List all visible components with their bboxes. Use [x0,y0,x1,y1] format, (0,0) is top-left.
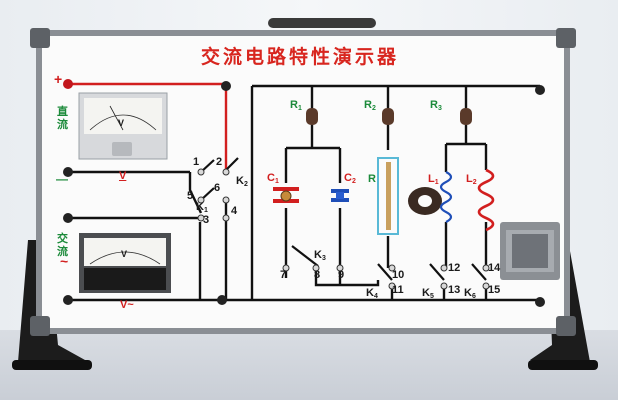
label-k1: K1 [196,201,208,215]
resistor-fuses [306,108,472,125]
label-c1: C1 [267,172,279,186]
ac-wave-sign: ~ [60,253,69,269]
terminal-14: 14 [488,262,501,274]
label-k4: K4 [366,287,378,301]
terminal-1: 1 [193,156,200,168]
label-l1: L1 [428,173,439,187]
capacitor-c2 [331,189,349,202]
terminal-2: 2 [216,156,223,168]
transformer [500,222,560,280]
label-l2: L2 [466,173,477,187]
dc-voltmeter [78,92,168,160]
terminal-6: 6 [214,182,221,194]
table-surface [0,330,618,400]
label-c2: C2 [344,172,356,186]
resistor-rheostat [377,157,399,235]
terminal-15: 15 [488,284,501,296]
dc-meter-symbol: V [119,170,127,182]
ac-voltmeter [79,233,171,293]
terminal-8: 8 [314,269,321,281]
terminal-5: 5 [187,190,194,202]
terminal-10: 10 [392,269,405,281]
dc-meter-dial-letter: V [118,118,125,128]
terminal-7: 7 [280,269,287,281]
label-r1: R1 [290,99,302,113]
ac-label: 交流 [57,233,68,258]
label-k6: K6 [464,287,476,301]
terminal-3: 3 [203,214,210,226]
ac-meter-dial-letter: V [121,249,128,259]
terminal-4: 4 [231,205,238,217]
label-r-rheostat: R [368,173,376,185]
capacitor-c1 [273,187,299,203]
label-k2: K2 [236,175,248,189]
inductor-l1 [439,171,453,223]
terminal-12: 12 [448,262,461,274]
binding-posts [63,79,545,307]
terminal-sockets [197,168,490,290]
label-k5: K5 [422,287,434,301]
label-r2: R2 [364,99,376,113]
terminal-11: 11 [392,284,404,296]
terminal-13: 13 [448,284,461,296]
terminal-9: 9 [338,269,345,281]
board-title: 交流电路特性演示器 [200,46,399,68]
dc-label: 直流 [57,106,68,131]
carry-handle [268,18,376,28]
dc-plus-sign: + [54,71,63,87]
switch-blades [200,157,487,281]
inductor-l2 [477,168,495,232]
toroid-inductor [408,187,442,215]
label-k3: K3 [314,249,326,263]
ac-meter-symbol: V~ [120,299,134,311]
label-r3: R3 [430,99,442,113]
dc-minus-sign: — [56,172,68,186]
